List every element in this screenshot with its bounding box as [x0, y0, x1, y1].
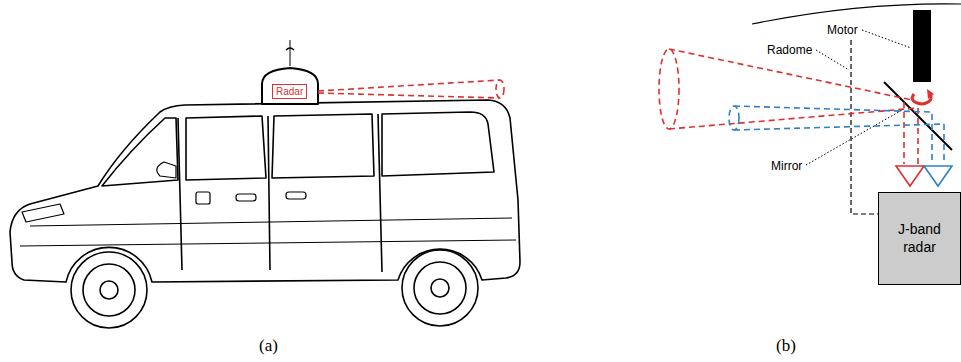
part-label: Radome [766, 43, 813, 57]
radar-unit-box: J-band radar [878, 192, 961, 285]
van-drawing [10, 40, 520, 328]
radar-label-box: Radar [272, 84, 307, 99]
node-text: J-band radar [884, 221, 955, 256]
panel-label: (b) [775, 336, 797, 356]
part-label: Motor [826, 23, 859, 37]
panel-label: (a) [258, 336, 279, 356]
scanner-schematic [659, 4, 961, 214]
radar-beam [318, 80, 504, 98]
part-label: Mirror [770, 159, 803, 173]
node-text: Radar [276, 86, 303, 97]
